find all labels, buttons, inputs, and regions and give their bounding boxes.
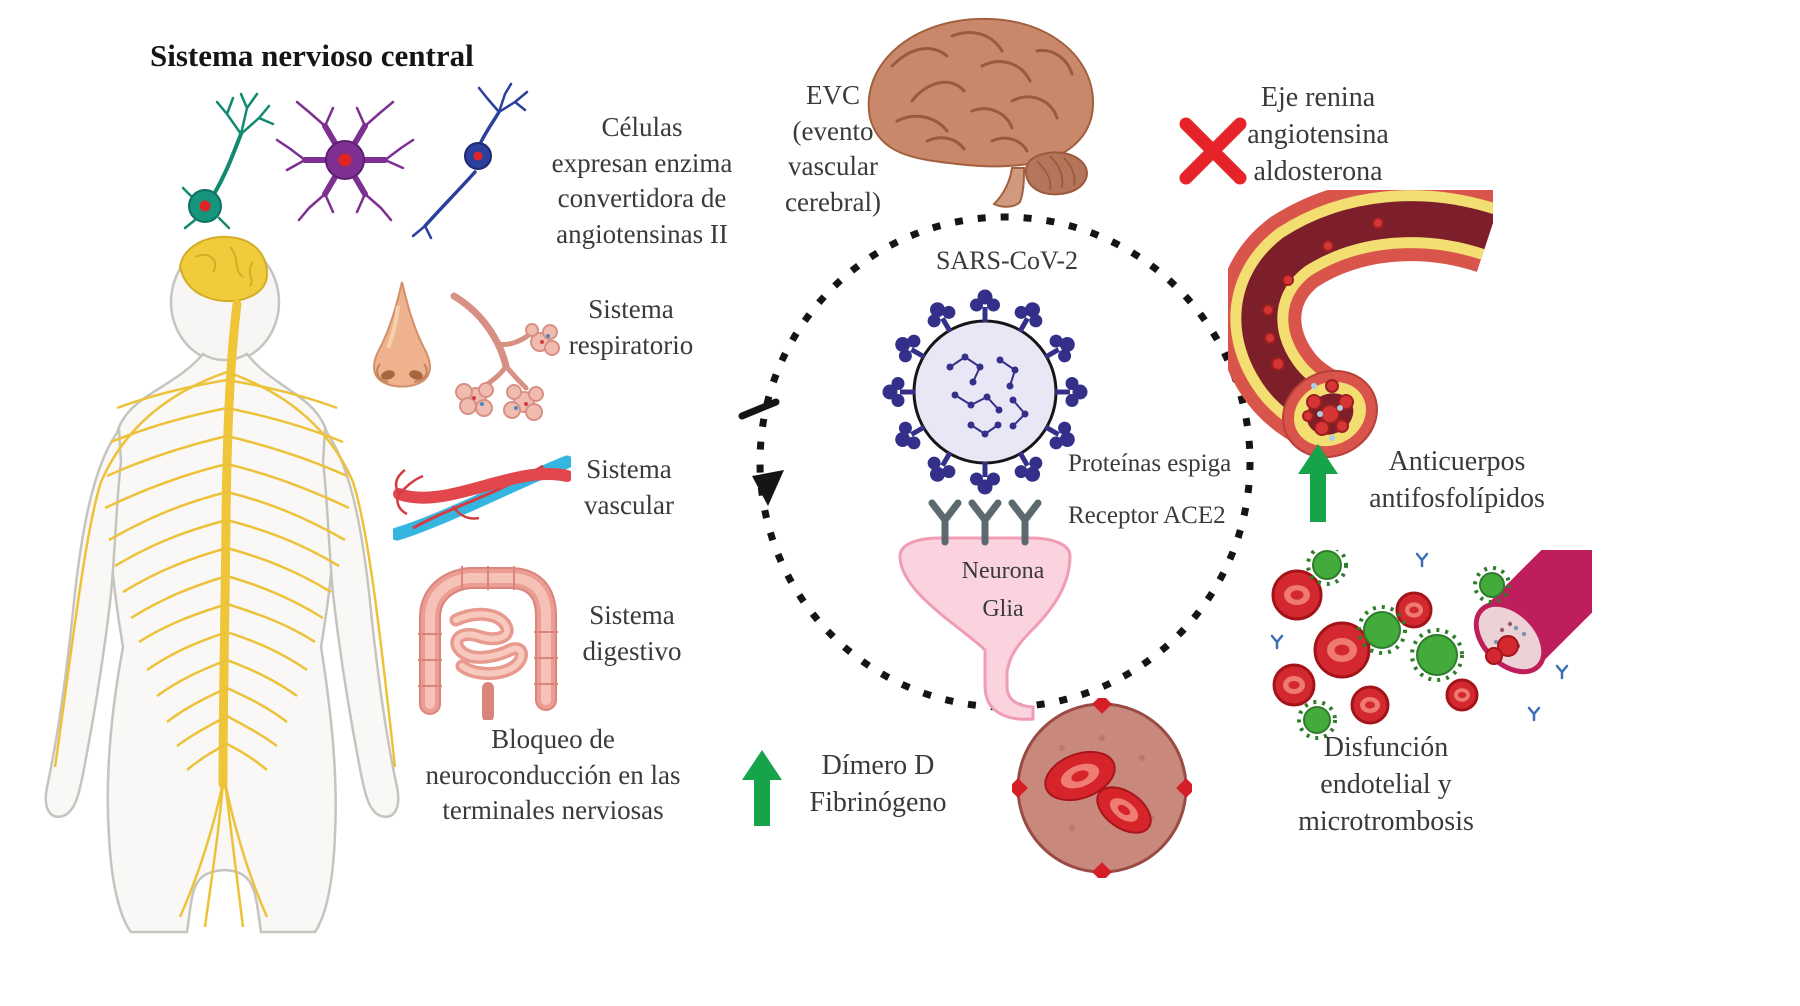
label-dimer: Dímero D Fibrinógeno — [809, 750, 947, 818]
ace2-receptor-icons — [928, 499, 1042, 546]
alveoli-icon — [450, 292, 560, 421]
blood-vessels-icon — [393, 455, 571, 541]
sars-cov2-cycle-illustration — [738, 213, 1254, 721]
increase-arrow-icon — [742, 750, 782, 826]
human-nervous-system-illustration — [44, 235, 400, 934]
green-virus-particles — [1297, 550, 1511, 740]
antibody-icons — [1270, 552, 1569, 722]
label-cells-ace: Células expresan enzima convertidora de … — [551, 112, 733, 249]
inhibition-bar-icon — [738, 398, 780, 420]
intestines-icon — [418, 566, 558, 720]
label-vascular: Sistema vascular — [584, 454, 674, 520]
label-glia: Glia — [982, 596, 1024, 622]
red-blood-cells — [1271, 569, 1519, 725]
label-digestive: Sistema digestivo — [582, 600, 682, 666]
neurons-icon — [181, 82, 529, 240]
red-x-icon — [1179, 117, 1247, 185]
cycle-arrowhead-icon — [752, 470, 784, 506]
nose-icon — [373, 281, 431, 388]
label-sars-cov-2: SARS-CoV-2 — [935, 246, 1079, 275]
label-evc: EVC (evento vascular cerebral) — [785, 80, 881, 217]
microthrombosis-illustration — [1270, 550, 1592, 740]
label-respiratory: Sistema respiratorio — [568, 294, 694, 360]
label-antiphospholipid: Anticuerpos antifosfolípidos — [1369, 446, 1545, 514]
brain-illustration — [867, 17, 1095, 208]
label-spike-proteins: Proteínas espiga — [1068, 450, 1232, 477]
label-ace2-receptor: Receptor ACE2 — [1068, 502, 1226, 529]
increase-arrow-icon — [1298, 444, 1338, 522]
label-raas: Eje renina angiotensina aldosterona — [1247, 82, 1389, 187]
label-neuron: Neurona — [961, 558, 1045, 584]
label-endothelial-dysfunction: Disfunción endotelial y microtrombosis — [1298, 732, 1474, 837]
platelet-erythrocytes-illustration — [1012, 698, 1192, 878]
virus-icon — [883, 290, 1088, 495]
page-title: Sistema nervioso central — [150, 38, 474, 73]
neuron-glia-shape — [898, 536, 1072, 721]
artery-cross-section-illustration — [1228, 190, 1493, 459]
label-blockade: Bloqueo de neuroconducción en las termin… — [425, 724, 681, 826]
